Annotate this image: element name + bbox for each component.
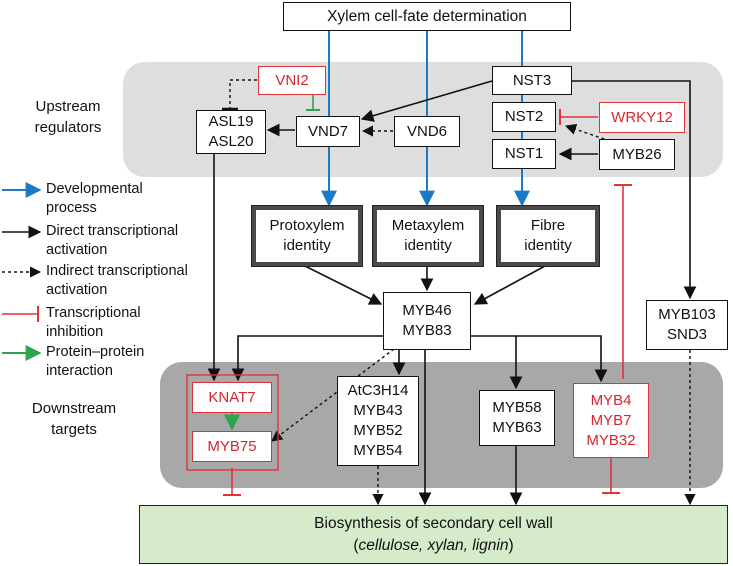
subtitle-components: cellulose, xylan, lignin bbox=[358, 536, 509, 554]
xylem-cell-fate-label: Xylem cell-fate determination bbox=[327, 7, 527, 25]
legend-indirect-line-1: Indirect transcriptional bbox=[46, 263, 188, 279]
node-myb26-label: MYB26 bbox=[612, 145, 662, 163]
node-myb46-line-1: MYB46 bbox=[402, 302, 452, 319]
node-nst2: NST2 bbox=[492, 102, 556, 132]
node-myb4-line-1: MYB4 bbox=[590, 391, 632, 409]
node-fibre-identity: Fibre identity bbox=[496, 205, 600, 267]
arrow-protoxylem-to-myb46 bbox=[304, 265, 383, 305]
node-asl19-asl20: ASL19 ASL20 bbox=[196, 110, 266, 154]
legend-developmental: Developmental process bbox=[46, 180, 143, 218]
node-vni2-label: VNI2 bbox=[275, 71, 309, 89]
knat7-myb75-group bbox=[186, 374, 279, 471]
node-knat7: KNAT7 bbox=[192, 382, 272, 413]
legend-developmental-line-2: process bbox=[46, 200, 97, 216]
node-wrky12: WRKY12 bbox=[599, 102, 685, 133]
subtitle-open-paren: ( bbox=[353, 536, 359, 554]
secondary-cell-wall-title: Biosynthesis of secondary cell wall bbox=[314, 514, 553, 532]
node-nst1: NST1 bbox=[492, 139, 556, 169]
node-nst2-label: NST2 bbox=[504, 108, 544, 125]
legend-protein-line-1: Protein–protein bbox=[46, 344, 145, 360]
legend-inhibition-line-1: Transcriptional bbox=[46, 305, 141, 321]
node-vnd7: VND7 bbox=[296, 116, 360, 147]
xylem-cell-fate-box: Xylem cell-fate determination bbox=[283, 2, 571, 31]
node-atc3h14-group: AtC3H14 MYB43 MYB52 MYB54 bbox=[337, 376, 419, 466]
arrow-myb26-to-nst2 bbox=[564, 123, 611, 142]
downstream-label-line-1: Downstream bbox=[31, 400, 117, 417]
upstream-section-label: Upstream regulators bbox=[18, 96, 118, 138]
legend-inhibition-line-2: inhibition bbox=[46, 324, 104, 340]
node-fibre-line-1: Fibre bbox=[530, 217, 566, 234]
node-myb46-line-2: MYB83 bbox=[402, 322, 452, 339]
node-myb46-myb83: MYB46 MYB83 bbox=[383, 292, 471, 350]
legend-direct: Direct transcriptional activation bbox=[46, 222, 178, 260]
node-myb4-group: MYB4 MYB7 MYB32 bbox=[573, 383, 649, 458]
node-knat7-label: KNAT7 bbox=[208, 388, 256, 406]
node-myb4-line-3: MYB32 bbox=[586, 431, 636, 449]
node-myb4-line-2: MYB7 bbox=[590, 411, 632, 429]
legend-indirect-line-2: activation bbox=[46, 282, 108, 298]
arrow-myb46-to-myb75 bbox=[271, 348, 395, 442]
arrow-myb46-to-myb4 bbox=[516, 335, 608, 383]
node-metaxylem-identity: Metaxylem identity bbox=[372, 205, 484, 267]
downstream-section-label: Downstream targets bbox=[24, 398, 124, 440]
node-vnd7-label: VND7 bbox=[307, 122, 348, 140]
node-metaxylem-line-2: identity bbox=[404, 237, 452, 254]
legend-direct-line-2: activation bbox=[46, 242, 108, 258]
inhibit-vni2-to-asl bbox=[229, 79, 257, 108]
downstream-label-line-2: targets bbox=[51, 421, 97, 438]
node-myb58-myb63: MYB58 MYB63 bbox=[479, 390, 555, 446]
legend-indirect: Indirect transcriptional activation bbox=[46, 262, 188, 300]
node-myb58-line-2: MYB63 bbox=[492, 419, 542, 436]
legend-protein-line-2: interaction bbox=[46, 363, 113, 379]
legend-direct-line-1: Direct transcriptional bbox=[46, 223, 179, 239]
node-wrky12-label: WRKY12 bbox=[611, 108, 673, 126]
node-metaxylem-line-1: Metaxylem bbox=[391, 217, 465, 234]
node-vnd6-label: VND6 bbox=[406, 122, 447, 140]
legend-inhibition: Transcriptional inhibition bbox=[46, 304, 141, 342]
arrow-fibre-to-myb46 bbox=[473, 265, 546, 305]
node-myb103-line-1: MYB103 bbox=[658, 306, 716, 323]
secondary-cell-wall-box: Biosynthesis of secondary cell wall (cel… bbox=[139, 505, 728, 564]
node-myb58-line-1: MYB58 bbox=[492, 399, 542, 416]
arrow-nst3-to-vnd7 bbox=[360, 80, 493, 122]
legend-protein: Protein–protein interaction bbox=[46, 343, 144, 381]
node-protoxylem-line-2: identity bbox=[283, 237, 331, 254]
node-protoxylem-line-1: Protoxylem bbox=[269, 217, 345, 234]
node-atc3h14-line-3: MYB52 bbox=[353, 422, 403, 439]
upstream-label-line-2: regulators bbox=[34, 119, 102, 136]
node-vnd6: VND6 bbox=[394, 116, 460, 147]
node-myb75-label: MYB75 bbox=[207, 437, 257, 455]
node-atc3h14-line-4: MYB54 bbox=[353, 442, 403, 459]
upstream-label-line-1: Upstream bbox=[35, 98, 101, 115]
node-protoxylem-identity: Protoxylem identity bbox=[251, 205, 363, 267]
node-myb103-snd3: MYB103 SND3 bbox=[646, 300, 728, 350]
secondary-cell-wall-subtitle: (cellulose, xylan, lignin) bbox=[140, 535, 727, 557]
subtitle-close-paren: ) bbox=[508, 536, 514, 554]
arrow-myb46-to-knat7 bbox=[231, 335, 383, 382]
node-nst3-label: NST3 bbox=[512, 71, 552, 89]
node-asl-line-2: ASL20 bbox=[208, 133, 254, 150]
node-atc3h14-line-2: MYB43 bbox=[353, 402, 403, 419]
node-atc3h14-line-1: AtC3H14 bbox=[347, 382, 409, 399]
node-myb103-line-2: SND3 bbox=[666, 326, 707, 343]
node-myb26: MYB26 bbox=[599, 139, 675, 170]
node-asl-line-1: ASL19 bbox=[208, 113, 254, 130]
node-fibre-line-2: identity bbox=[524, 237, 572, 254]
node-myb75: MYB75 bbox=[192, 431, 272, 462]
arrow-nst3-to-myb103 bbox=[572, 80, 697, 300]
node-vni2: VNI2 bbox=[258, 66, 326, 95]
node-nst3: NST3 bbox=[492, 66, 572, 95]
node-nst1-label: NST1 bbox=[504, 145, 544, 162]
legend-developmental-line-1: Developmental bbox=[46, 181, 143, 197]
